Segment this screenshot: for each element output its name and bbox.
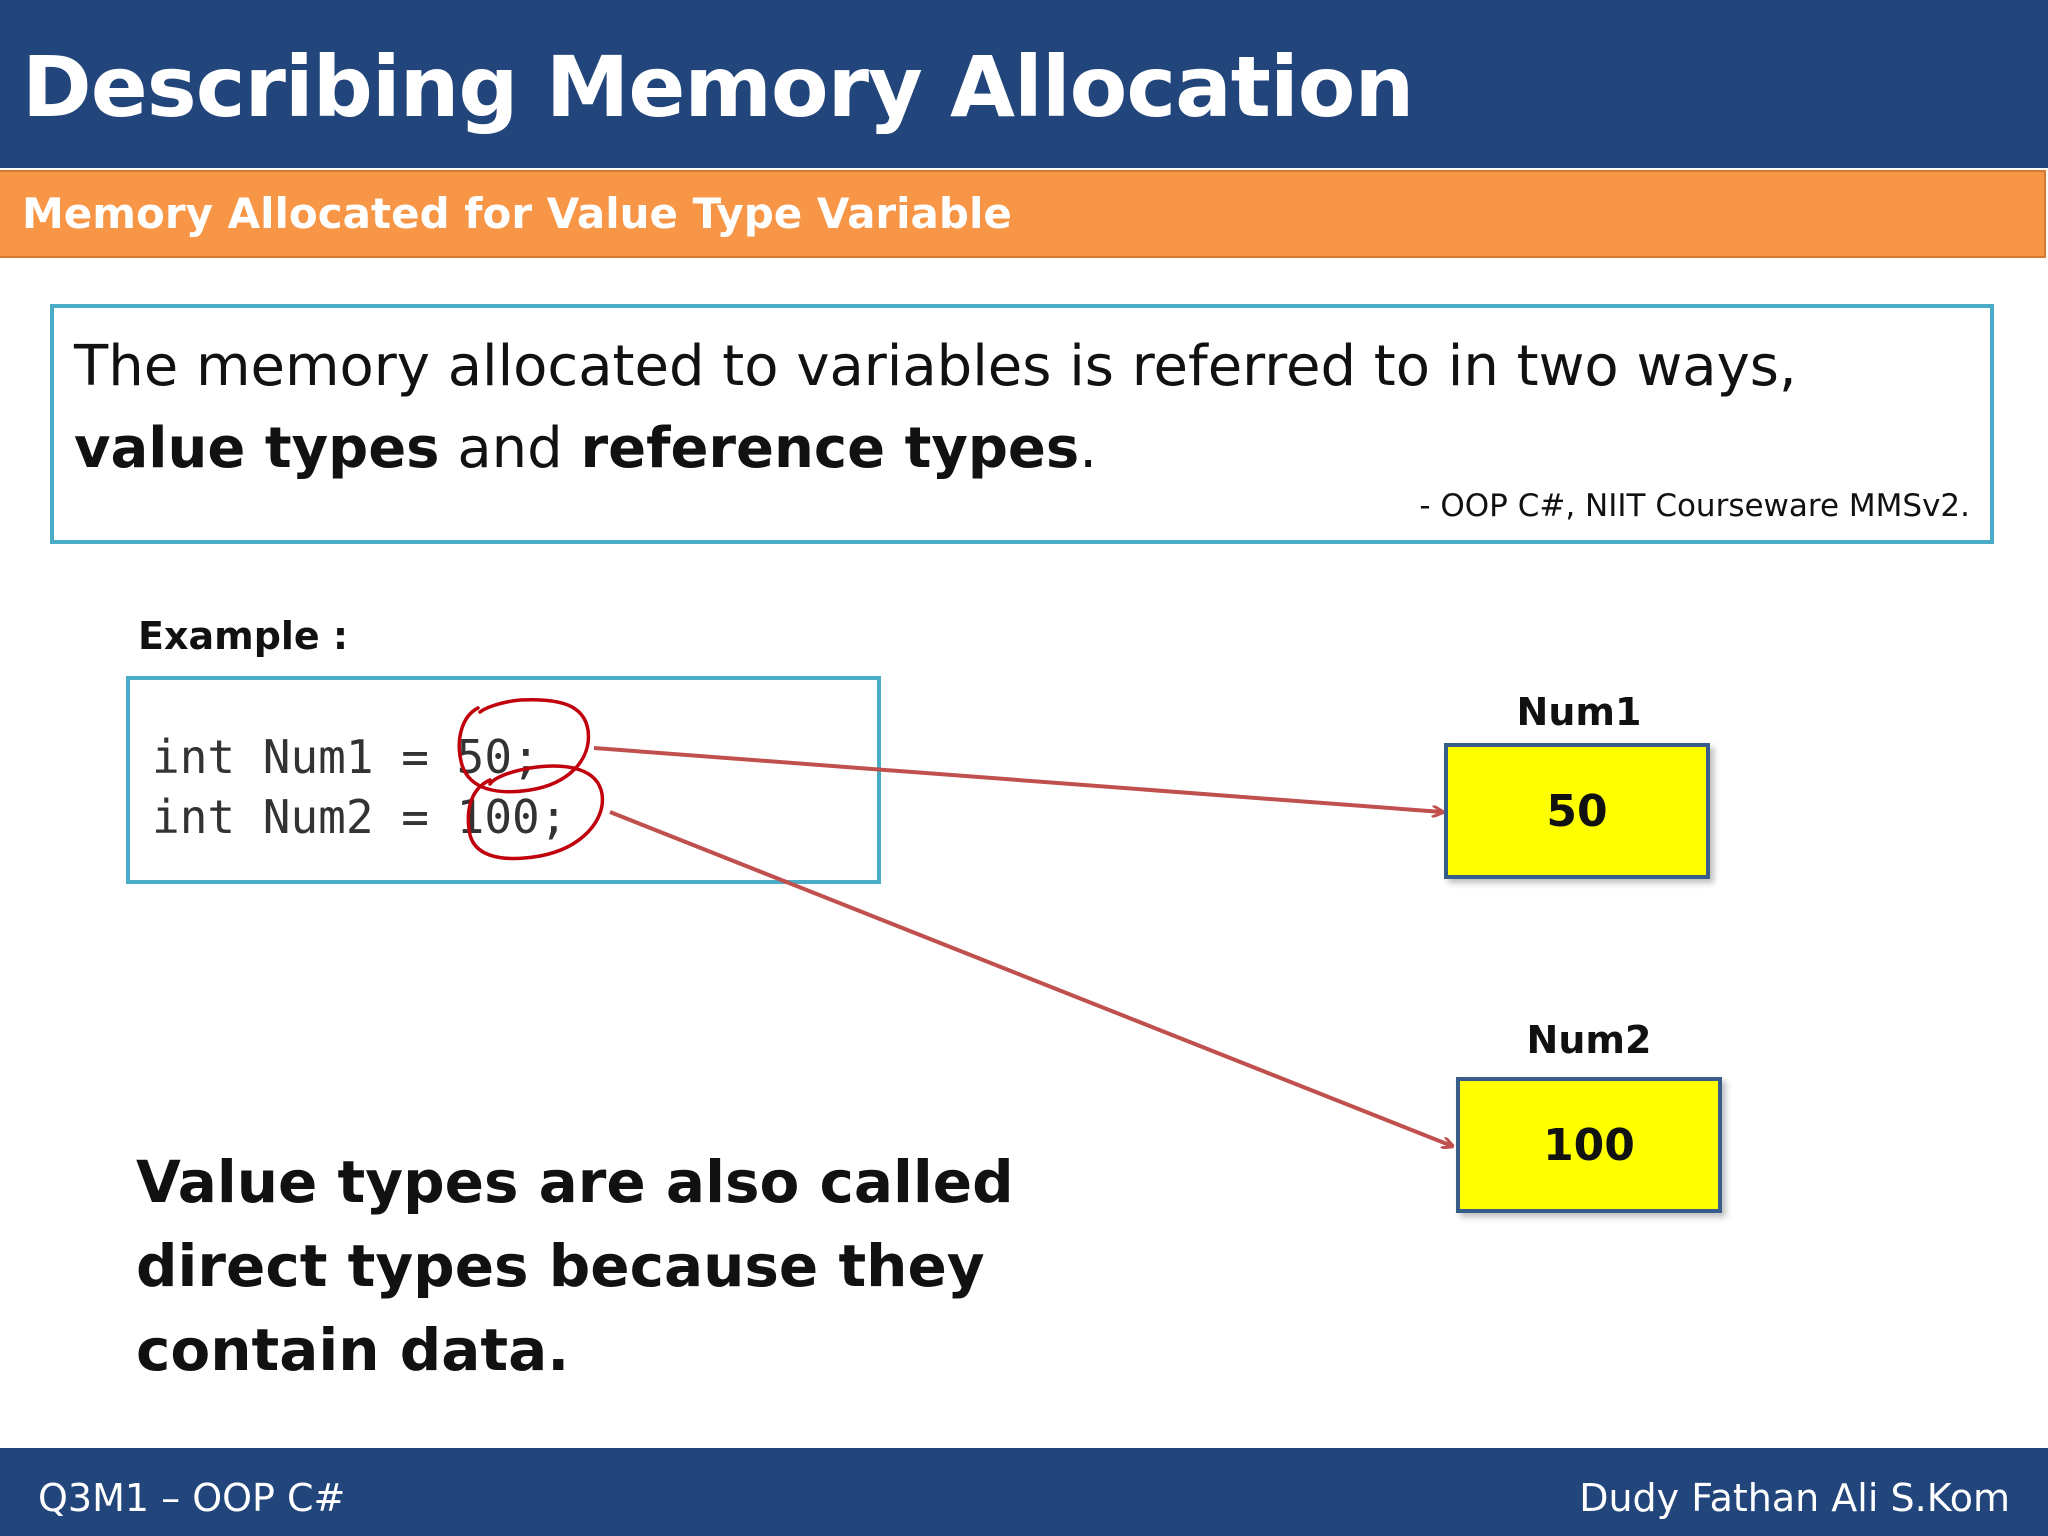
num1-label: Num1 — [1516, 690, 1642, 734]
quote-bold-value-types: value types — [74, 416, 440, 481]
code-line-num1: int Num1 = 50; — [152, 730, 540, 784]
slide-title: Describing Memory Allocation — [22, 38, 1414, 136]
num2-label: Num2 — [1526, 1018, 1652, 1062]
num2-memory-box: 100 — [1456, 1077, 1722, 1213]
quote-text-part-2: and — [439, 416, 581, 481]
subtitle-bar: Memory Allocated for Value Type Variable — [0, 170, 2046, 258]
footer-author: Dudy Fathan Ali S.Kom — [1579, 1476, 2010, 1520]
quote-text-part-1: The memory allocated to variables is ref… — [74, 334, 1797, 399]
footer-bar: Q3M1 – OOP C# Dudy Fathan Ali S.Kom — [0, 1448, 2048, 1536]
example-label: Example : — [138, 614, 349, 658]
num2-value: 100 — [1543, 1119, 1635, 1171]
code-box: int Num1 = 50; int Num2 = 100; — [126, 676, 881, 884]
quote-text: The memory allocated to variables is ref… — [74, 326, 1974, 490]
num1-value: 50 — [1546, 785, 1608, 837]
code-line-num2: int Num2 = 100; — [152, 790, 568, 844]
slide-subtitle: Memory Allocated for Value Type Variable — [22, 189, 1012, 238]
num1-memory-box: 50 — [1444, 743, 1710, 879]
quote-source: - OOP C#, NIIT Courseware MMSv2. — [1419, 488, 1970, 524]
quote-text-part-3: . — [1079, 416, 1098, 481]
quote-box: The memory allocated to variables is ref… — [50, 304, 1994, 544]
summary-text: Value types are also called direct types… — [136, 1148, 1014, 1384]
quote-bold-reference-types: reference types — [580, 416, 1080, 481]
footer-course: Q3M1 – OOP C# — [38, 1476, 346, 1520]
title-bar: Describing Memory Allocation — [0, 0, 2048, 168]
